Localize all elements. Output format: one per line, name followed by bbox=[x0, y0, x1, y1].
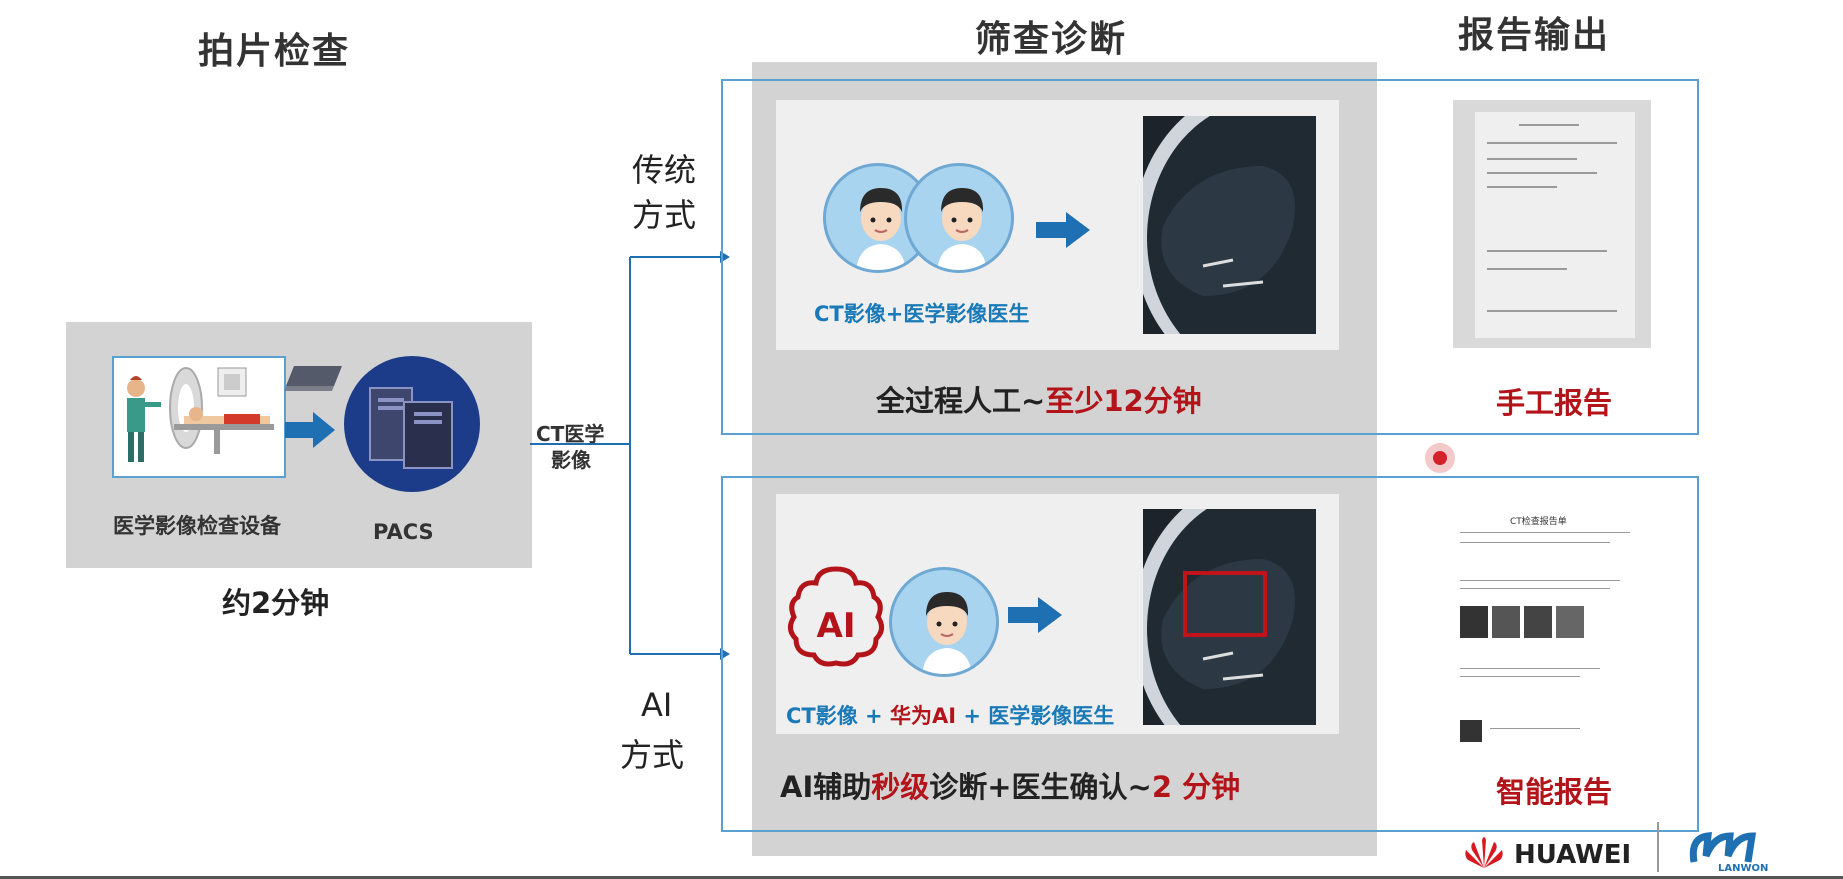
route-traditional-1: 传统 bbox=[632, 151, 697, 189]
smart-report-image: CT检查报告单 bbox=[1450, 510, 1640, 760]
doctor-avatar-ai bbox=[889, 567, 999, 677]
huawei-brand: HUAWEI bbox=[1514, 840, 1632, 870]
ai-detection-box bbox=[1183, 571, 1267, 637]
ai-row-frame bbox=[721, 476, 1699, 832]
exam-time: 约2分钟 bbox=[222, 586, 330, 620]
huawei-logo-icon bbox=[1462, 832, 1506, 872]
traditional-caption: CT影像+医学影像医生 bbox=[814, 302, 1030, 326]
ai-caption-part2: 华为AI bbox=[889, 704, 957, 728]
route-ai-1: AI bbox=[641, 686, 673, 724]
traditional-summary: 全过程人工~至少12分钟 bbox=[876, 378, 1202, 420]
pacs-label: PACS bbox=[373, 520, 434, 544]
cursor-indicator bbox=[1425, 443, 1455, 473]
ai-summary-part4: 2 分钟 bbox=[1151, 770, 1241, 804]
bottom-divider bbox=[0, 876, 1843, 879]
lanwon-brand: LANWON bbox=[1718, 863, 1769, 874]
ai-brain-icon: AI bbox=[787, 563, 885, 673]
connector-label-1: CT医学 bbox=[536, 422, 605, 446]
arrow-right-icon bbox=[285, 410, 337, 450]
route-ai-2: 方式 bbox=[620, 736, 685, 774]
header-exam: 拍片检查 bbox=[198, 31, 351, 72]
ct-scan-ai-image bbox=[1143, 509, 1316, 725]
pacs-server-icon bbox=[344, 356, 480, 492]
connector-label-2: 影像 bbox=[551, 448, 591, 472]
device-label: 医学影像检查设备 bbox=[113, 514, 281, 538]
traditional-row-frame bbox=[721, 79, 1699, 435]
arrow-right-icon bbox=[1036, 210, 1092, 250]
arrow-right-icon bbox=[1008, 595, 1064, 635]
ai-caption-part1: CT影像 + bbox=[786, 704, 890, 728]
ai-summary-part3: 诊断+医生确认~ bbox=[929, 770, 1152, 804]
manual-report-label: 手工报告 bbox=[1496, 386, 1613, 420]
manual-report-image bbox=[1453, 100, 1651, 348]
ai-caption-part3: + 医学影像医生 bbox=[956, 704, 1115, 728]
header-screening: 筛查诊断 bbox=[975, 19, 1128, 60]
smart-report-label: 智能报告 bbox=[1496, 775, 1613, 809]
summary-prefix: 全过程人工~ bbox=[876, 384, 1046, 418]
ai-summary-part2: 秒级 bbox=[871, 770, 930, 804]
summary-highlight: 至少12分钟 bbox=[1045, 384, 1202, 418]
ai-caption: CT影像 + 华为AI + 医学影像医生 bbox=[786, 700, 1114, 730]
route-traditional-2: 方式 bbox=[632, 196, 697, 234]
doctor-avatar-2 bbox=[904, 163, 1014, 273]
smart-report-title: CT检查报告单 bbox=[1510, 517, 1567, 527]
ai-summary-part1: AI辅助 bbox=[780, 770, 872, 804]
ct-scan-image bbox=[1143, 116, 1316, 334]
laptop-icon bbox=[284, 364, 344, 391]
lanwon-logo bbox=[1686, 828, 1786, 872]
ai-brain-text: AI bbox=[817, 606, 856, 646]
ai-summary: AI辅助秒级诊断+医生确认~2 分钟 bbox=[780, 764, 1240, 806]
ct-device-image bbox=[112, 356, 286, 478]
footer-divider bbox=[1657, 822, 1659, 872]
header-report: 报告输出 bbox=[1458, 15, 1611, 56]
